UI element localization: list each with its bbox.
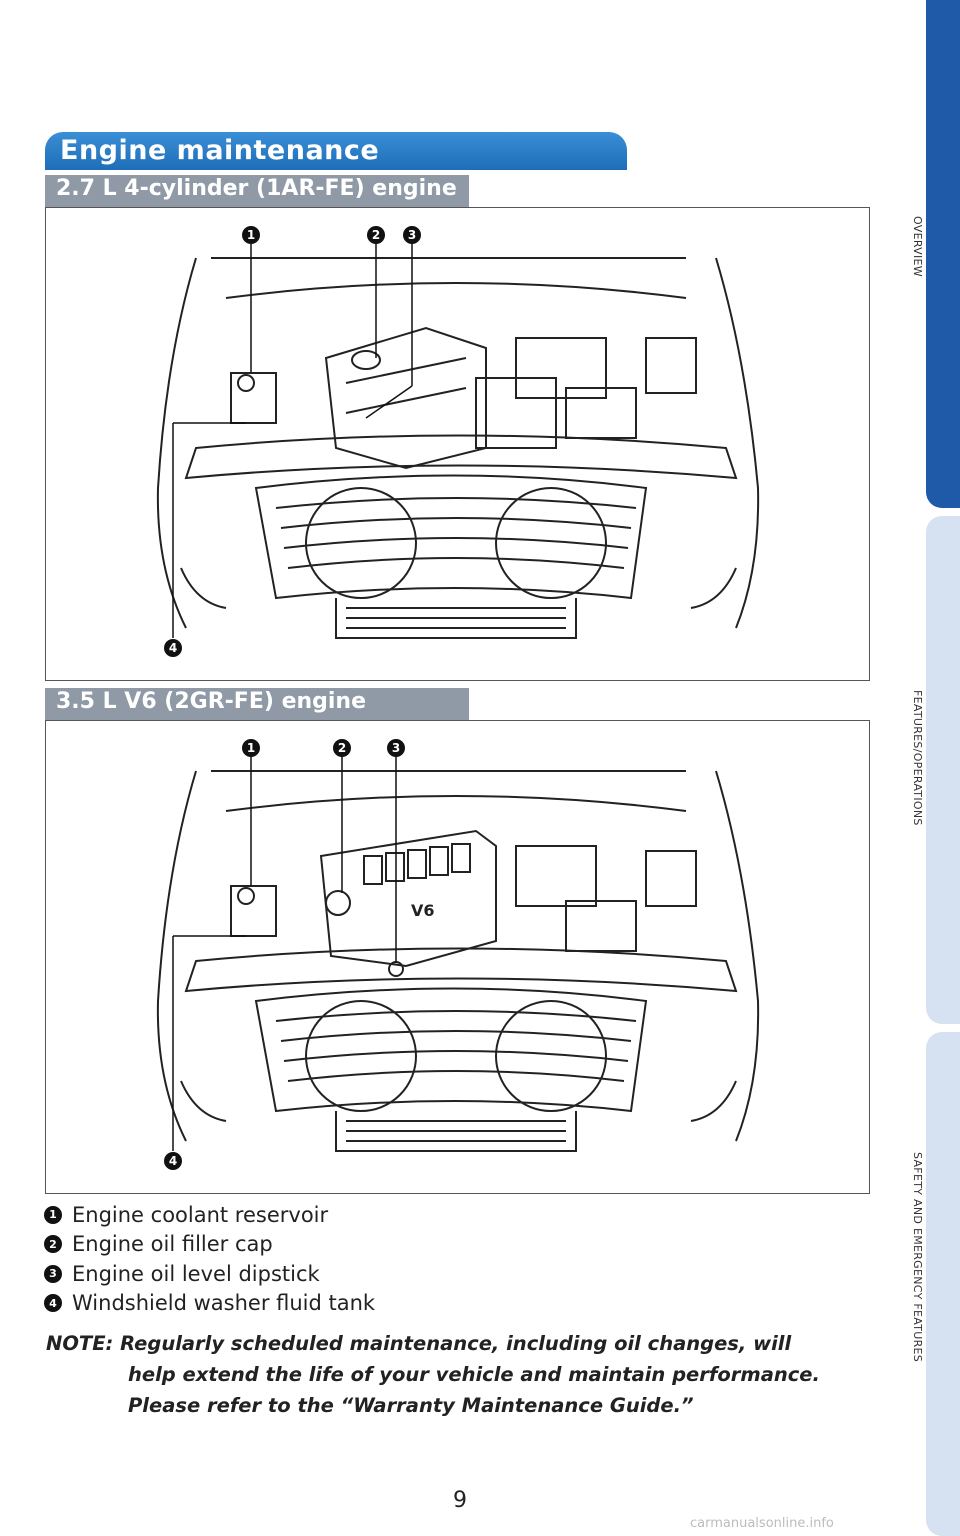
engine-bay-v6-illustration: V6 1 2 3 4: [156, 739, 760, 1170]
callout-4: 4: [169, 1154, 177, 1168]
side-tab-features-operations[interactable]: [926, 516, 960, 1024]
page-number: 9: [453, 1488, 467, 1513]
section-heading-v6: 3.5 L V6 (2GR-FE) engine: [56, 689, 367, 714]
side-tab-label-safety: SAFETY AND EMERGENCY FEATURES: [911, 1152, 924, 1363]
section-heading-4cyl: 2.7 L 4-cylinder (1AR-FE) engine: [56, 176, 457, 201]
legend-number: 2: [44, 1235, 62, 1254]
legend-label: Windshield washer fluid tank: [72, 1291, 376, 1316]
note-line-1: NOTE: Regularly scheduled maintenance, i…: [46, 1332, 792, 1355]
section-heading-banner-v6: [45, 688, 469, 720]
engine-diagram-v6: V6 1 2 3 4: [45, 720, 870, 1194]
callout-3: 3: [408, 228, 416, 242]
side-tab-safety-emergency[interactable]: [926, 1032, 960, 1536]
callout-2: 2: [372, 228, 380, 242]
callout-2: 2: [338, 741, 346, 755]
legend-label: Engine coolant reservoir: [72, 1202, 329, 1227]
legend-number: 3: [44, 1264, 62, 1283]
callout-1: 1: [247, 228, 255, 242]
callout-1: 1: [247, 741, 255, 755]
section-heading-banner-4cyl: [45, 175, 469, 207]
engine-bay-4cyl-illustration: 1 2 3 4: [156, 226, 760, 657]
legend: 1 Engine coolant reservoir 2 Engine oil …: [44, 1200, 375, 1318]
legend-item: 2 Engine oil filler cap: [44, 1230, 375, 1260]
watermark: carmanualsonline.info: [690, 1516, 834, 1531]
legend-item: 1 Engine coolant reservoir: [44, 1200, 375, 1230]
callout-3: 3: [392, 741, 400, 755]
side-tab-overview[interactable]: [926, 0, 960, 508]
maintenance-note: NOTE: Regularly scheduled maintenance, i…: [46, 1328, 886, 1421]
v6-badge: V6: [411, 901, 435, 920]
legend-number: 1: [44, 1205, 62, 1224]
side-tab-label-overview: OVERVIEW: [911, 216, 924, 277]
side-tab-label-features: FEATURES/OPERATIONS: [911, 690, 924, 826]
legend-number: 4: [44, 1294, 62, 1313]
engine-diagram-4cyl: 1 2 3 4: [45, 207, 870, 681]
note-line-3: Please refer to the “Warranty Maintenanc…: [128, 1394, 694, 1417]
legend-label: Engine oil filler cap: [72, 1232, 273, 1257]
legend-item: 4 Windshield washer fluid tank: [44, 1289, 375, 1319]
title-banner: [45, 132, 627, 170]
legend-item: 3 Engine oil level dipstick: [44, 1259, 375, 1289]
page-title: Engine maintenance: [60, 135, 380, 166]
note-line-2: help extend the life of your vehicle and…: [128, 1363, 820, 1386]
callout-4: 4: [169, 641, 177, 655]
legend-label: Engine oil level dipstick: [72, 1261, 320, 1286]
